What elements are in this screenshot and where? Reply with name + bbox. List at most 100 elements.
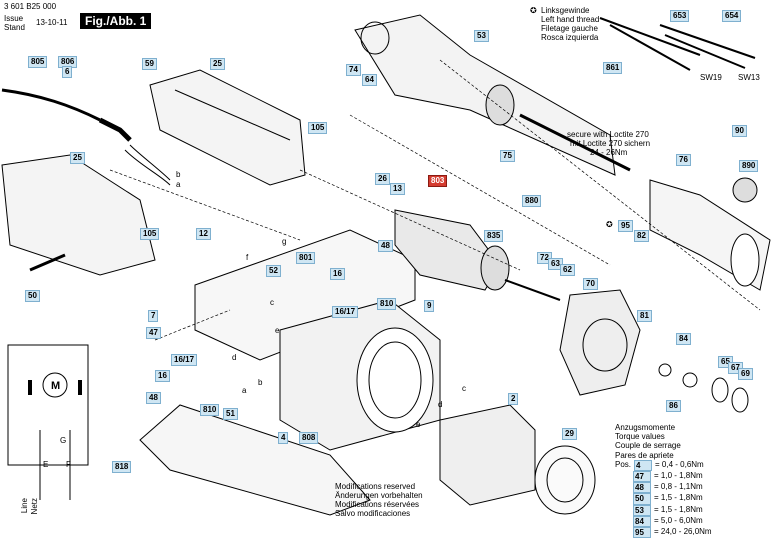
part-label[interactable]: 808 xyxy=(299,432,319,444)
wire-marker: d xyxy=(232,353,237,362)
part-label[interactable]: 810 xyxy=(200,404,220,416)
modifications-note: Modifications reserved xyxy=(335,482,416,491)
loctite-note: secure with Loctite 270 xyxy=(567,130,649,139)
part-label[interactable]: 16 xyxy=(330,268,345,280)
modifications-note: Änderungen vorbehalten xyxy=(335,491,423,500)
part-label[interactable]: 86 xyxy=(666,400,681,412)
part-label[interactable]: 654 xyxy=(722,10,742,22)
part-label[interactable]: 880 xyxy=(522,195,542,207)
schematic-line-label: Line xyxy=(20,498,29,514)
part-label[interactable]: 69 xyxy=(738,368,753,380)
thread-note: Left hand thread xyxy=(541,15,600,24)
part-label[interactable]: 16/17 xyxy=(332,306,359,318)
part-label[interactable]: 16 xyxy=(155,370,170,382)
exploded-view-drawing: M xyxy=(1,14,771,516)
part-label[interactable]: 835 xyxy=(484,230,504,242)
torque-row: 47= 1,0 - 1,8Nm xyxy=(633,471,703,483)
wire-marker: g xyxy=(282,237,287,246)
part-label[interactable]: 63 xyxy=(548,258,563,270)
part-label[interactable]: 48 xyxy=(378,240,393,252)
loctite-note: 24 - 26Nm xyxy=(590,148,628,157)
loctite-note: mit Loctite 270 sichern xyxy=(570,139,651,148)
wire-marker: e xyxy=(275,326,280,335)
part-label[interactable]: 801 xyxy=(296,252,316,264)
stand-label: Stand xyxy=(4,23,25,32)
figure-title: Fig./Abb. 1 xyxy=(80,13,152,29)
wire-marker: c xyxy=(270,298,274,307)
part-label[interactable]: 29 xyxy=(562,428,577,440)
part-label[interactable]: 805 xyxy=(28,56,48,68)
part-label[interactable]: 50 xyxy=(25,290,40,302)
schematic-netz-label: Netz xyxy=(30,498,39,515)
part-label[interactable]: 653 xyxy=(670,10,690,22)
part-label[interactable]: 47 xyxy=(146,327,161,339)
wire-marker: d xyxy=(438,400,443,409)
modifications-note: Salvo modificaciones xyxy=(335,509,411,518)
part-label[interactable]: 51 xyxy=(223,408,238,420)
part-label[interactable]: 95 xyxy=(618,220,633,232)
part-label[interactable]: 81 xyxy=(637,310,652,322)
modifications-note: Modifications réservées xyxy=(335,500,420,509)
torque-row: 84= 5,0 - 6,0Nm xyxy=(633,515,703,528)
part-label[interactable]: 12 xyxy=(196,228,211,240)
torque-row: Pos.4= 0,4 - 0,6Nm xyxy=(615,459,704,472)
wrench-size: SW13 xyxy=(738,73,760,82)
issue-label: Issue xyxy=(4,14,24,23)
star-icon: ✪ xyxy=(606,220,613,229)
part-label[interactable]: 16/17 xyxy=(171,354,198,366)
part-label[interactable]: 105 xyxy=(308,122,328,134)
wrench-size: SW19 xyxy=(700,73,722,82)
part-label-highlighted[interactable]: 803 xyxy=(428,175,448,187)
thread-note: Linksgewinde xyxy=(541,6,590,15)
part-label[interactable]: 9 xyxy=(424,300,435,312)
wire-marker: e xyxy=(416,420,421,429)
pos-label: Pos. xyxy=(615,459,632,469)
part-label[interactable]: 53 xyxy=(474,30,489,42)
torque-row: 53= 1,5 - 1,8Nm xyxy=(633,504,703,516)
part-label[interactable]: 25 xyxy=(210,58,225,70)
part-number: 3 601 B25 000 xyxy=(4,2,57,11)
part-label[interactable]: 84 xyxy=(676,333,691,345)
part-label[interactable]: 13 xyxy=(390,183,405,195)
part-label[interactable]: 890 xyxy=(739,160,759,172)
schematic-label-e: E xyxy=(43,460,49,469)
part-label[interactable]: 810 xyxy=(377,298,397,310)
part-label[interactable]: 48 xyxy=(146,392,161,404)
part-label[interactable]: 4 xyxy=(278,432,289,444)
part-label[interactable]: 26 xyxy=(375,173,390,185)
part-label[interactable]: 25 xyxy=(70,152,85,164)
wire-marker: b xyxy=(258,378,263,387)
wire-marker: f xyxy=(246,253,249,262)
torque-title: Anzugsmomente xyxy=(615,423,676,432)
part-label[interactable]: 6 xyxy=(62,66,73,78)
torque-row: 50= 1,5 - 1,8Nm xyxy=(633,493,703,505)
svg-text:M: M xyxy=(51,380,60,392)
torque-table: Anzugsmomente Torque values Couple de se… xyxy=(615,423,712,538)
wire-marker: a xyxy=(242,386,247,395)
part-label[interactable]: 2 xyxy=(508,393,519,405)
torque-row: 48= 0,8 - 1,1Nm xyxy=(633,482,703,494)
part-label[interactable]: 861 xyxy=(603,62,623,74)
part-label[interactable]: 82 xyxy=(634,230,649,242)
torque-row: 95= 24,0 - 26,0Nm xyxy=(633,527,712,538)
torque-title: Torque values xyxy=(615,432,665,442)
part-label[interactable]: 74 xyxy=(346,64,361,76)
part-label[interactable]: 7 xyxy=(148,310,159,322)
part-label[interactable]: 75 xyxy=(500,150,515,162)
star-icon: ✪ xyxy=(530,6,537,15)
thread-note: Rosca izquierda xyxy=(541,33,599,42)
part-label[interactable]: 64 xyxy=(362,74,377,86)
part-label[interactable]: 52 xyxy=(266,265,281,277)
part-label[interactable]: 62 xyxy=(560,264,575,276)
issue-date: 13-10-11 xyxy=(36,18,68,27)
part-label[interactable]: 818 xyxy=(112,461,132,473)
part-label[interactable]: 59 xyxy=(142,58,157,70)
torque-title: Couple de serrage xyxy=(615,441,681,451)
schematic-label-f: F xyxy=(66,460,71,469)
thread-note: Filetage gauche xyxy=(541,24,598,33)
part-label[interactable]: 70 xyxy=(583,278,598,290)
part-label[interactable]: 105 xyxy=(140,228,160,240)
part-label[interactable]: 90 xyxy=(732,125,747,137)
wire-marker: b xyxy=(176,170,181,179)
part-label[interactable]: 76 xyxy=(676,154,691,166)
